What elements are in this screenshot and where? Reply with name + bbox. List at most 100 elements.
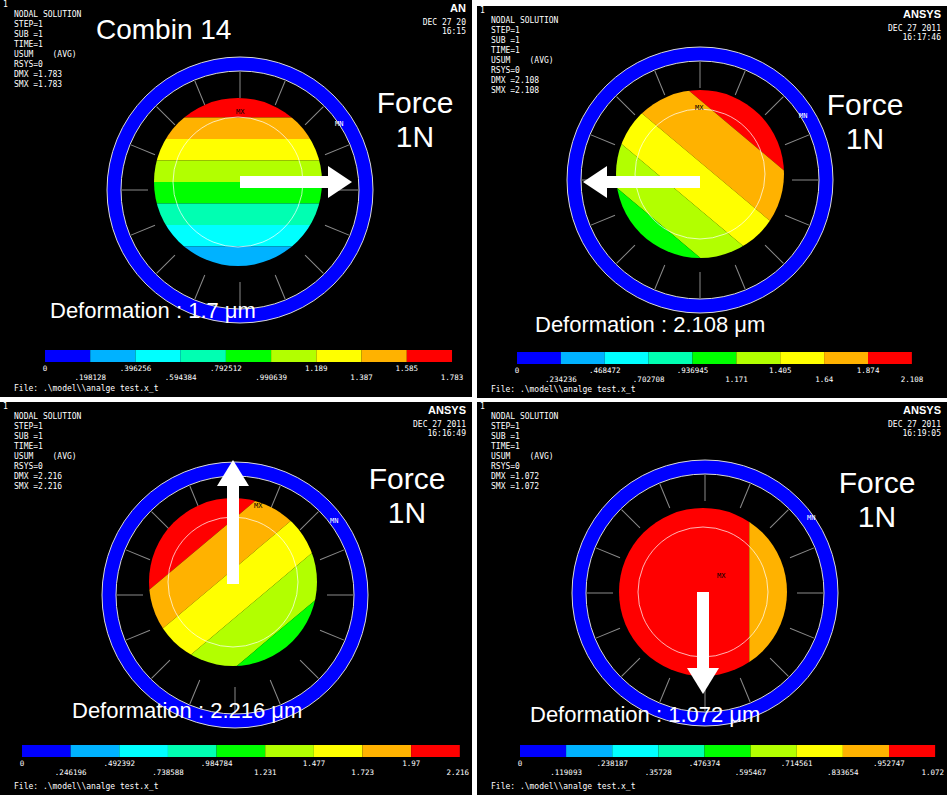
solution-header: NODAL SOLUTION [491, 16, 558, 25]
min-marker: MN [799, 112, 807, 120]
solution-header: SUB =1 [491, 36, 520, 45]
solution-header: DMX =2.108 [491, 76, 539, 85]
colorbar-value: 0 [43, 364, 48, 373]
solution-header: SMX =1.783 [14, 80, 62, 89]
file-path: File: .\model\\analge test.x_t [491, 782, 636, 791]
solution-header: RSYS=0 [491, 462, 520, 471]
result-panel: NODAL SOLUTIONSTEP=1SUB =1TIME=1USUM (AV… [477, 6, 947, 398]
timestamp: 16:15 [442, 27, 466, 36]
force-label: Force 1N [815, 88, 915, 156]
colorbar-value: .198128 [74, 373, 106, 382]
colorbar-value: .476374 [689, 759, 721, 768]
colorbar-value: 2.216 [446, 768, 469, 777]
solution-header: RSYS=0 [14, 60, 43, 69]
solution-header: SMX =1.072 [491, 482, 539, 491]
colorbar-value: .952747 [873, 759, 905, 768]
colorbar-value: 1.477 [303, 759, 326, 768]
file-path: File: .\model\\analge test.x_t [14, 782, 159, 791]
colorbar-value: 1.171 [725, 375, 748, 384]
colorbar-value: .738588 [152, 768, 184, 777]
timestamp: 16:16:49 [427, 429, 466, 438]
solution-header: SUB =1 [491, 432, 520, 441]
colorbar-value: .595467 [735, 768, 767, 777]
solution-header: DMX =2.216 [14, 472, 62, 481]
colorbar-value: .35728 [645, 768, 672, 777]
ansys-logo: ANSYS [903, 404, 941, 416]
colorbar-value: 0 [20, 759, 25, 768]
solution-header: USUM (AVG) [14, 452, 77, 461]
colorbar-value: .702708 [633, 375, 665, 384]
solution-header: USUM (AVG) [491, 56, 554, 65]
solution-header: DMX =1.783 [14, 70, 62, 79]
timestamp: DEC 27 20 [423, 18, 466, 27]
ansys-logo: ANSYS [903, 8, 941, 20]
colorbar-value: .468472 [589, 366, 621, 375]
result-panel: NODAL SOLUTIONSTEP=1SUB =1TIME=1USUM (AV… [477, 402, 947, 795]
solution-header: SUB =1 [14, 30, 43, 39]
colorbar-value: 1.97 [402, 759, 420, 768]
solution-header: STEP=1 [14, 20, 43, 29]
solution-header: RSYS=0 [491, 66, 520, 75]
min-marker: MN [330, 517, 338, 525]
colorbar-value: .238187 [596, 759, 628, 768]
element-type-title: Combin 14 [96, 14, 231, 46]
timestamp: DEC 27 2011 [888, 420, 941, 429]
solution-header: RSYS=0 [14, 462, 43, 471]
solution-header: USUM (AVG) [491, 452, 554, 461]
force-label: Force 1N [357, 462, 457, 530]
max-marker: MX [254, 502, 262, 510]
file-path: File: .\model\\analge test.x_t [14, 384, 159, 393]
timestamp: 16:19:05 [902, 429, 941, 438]
colorbar-value: 1.231 [254, 768, 277, 777]
solution-header: NODAL SOLUTION [491, 412, 558, 421]
colorbar-value: .594384 [165, 373, 197, 382]
deformation-label: Deformation : 2.216 μm [72, 698, 302, 724]
solution-header: TIME=1 [491, 442, 520, 451]
colorbar-value: .234236 [545, 375, 577, 384]
solution-header: SMX =2.216 [14, 482, 62, 491]
solution-header: SUB =1 [14, 432, 43, 441]
result-window [477, 6, 947, 398]
timestamp: 16:17:46 [902, 33, 941, 42]
result-panel: NODAL SOLUTIONSTEP=1SUB =1TIME=1USUM (AV… [0, 402, 472, 795]
solution-header: STEP=1 [491, 26, 520, 35]
window-number: 1 [3, 0, 8, 9]
solution-header: NODAL SOLUTION [14, 10, 81, 19]
result-window [0, 402, 472, 795]
timestamp: DEC 27 2011 [888, 24, 941, 33]
colorbar-value: .990639 [255, 373, 287, 382]
ansys-logo: AN [450, 2, 466, 14]
ansys-logo: ANSYS [428, 404, 466, 416]
force-label: Force 1N [365, 86, 465, 154]
colorbar-value: 1.874 [857, 366, 880, 375]
colorbar-value: .833654 [827, 768, 859, 777]
solution-header: NODAL SOLUTION [14, 412, 81, 421]
solution-header: STEP=1 [14, 422, 43, 431]
colorbar-value: 1.585 [395, 364, 418, 373]
colorbar-value: 1.387 [350, 373, 373, 382]
window-number: 1 [480, 402, 485, 411]
deformation-label: Deformation : 1.072 μm [530, 702, 760, 728]
timestamp: DEC 27 2011 [413, 420, 466, 429]
colorbar-value: 1.783 [441, 373, 464, 382]
max-marker: MX [695, 104, 703, 112]
solution-header: SMX =2.108 [491, 86, 539, 95]
colorbar-value: 1.072 [921, 768, 944, 777]
colorbar-value: .792512 [210, 364, 242, 373]
colorbar-value: 1.723 [351, 768, 374, 777]
colorbar-value: .246196 [55, 768, 87, 777]
min-marker: MN [335, 120, 343, 128]
colorbar-value: .119093 [550, 768, 582, 777]
max-marker: MX [717, 572, 725, 580]
solution-header: TIME=1 [14, 40, 43, 49]
colorbar-value: 1.405 [769, 366, 792, 375]
result-panel: NODAL SOLUTIONSTEP=1SUB =1TIME=1USUM (AV… [0, 0, 472, 397]
solution-header: USUM (AVG) [14, 50, 77, 59]
colorbar-value: .714561 [781, 759, 813, 768]
file-path: File: .\model\\analge test.x_t [491, 385, 636, 394]
result-window [477, 402, 947, 795]
solution-header: DMX =1.072 [491, 472, 539, 481]
colorbar-value: 1.64 [815, 375, 833, 384]
colorbar-value: 1.189 [305, 364, 328, 373]
window-number: 1 [480, 6, 485, 15]
